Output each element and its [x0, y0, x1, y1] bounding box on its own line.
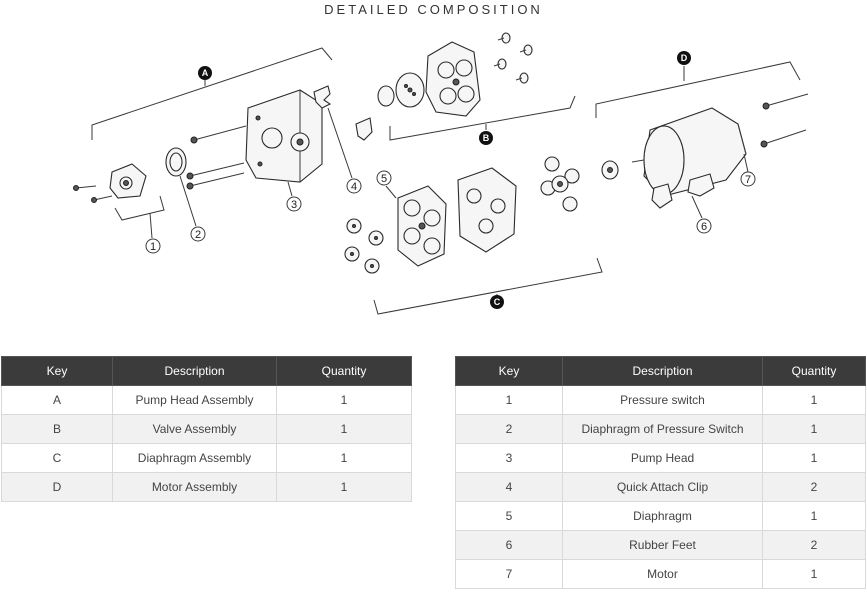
assembly-d-bracket: D	[595, 51, 801, 118]
row-key: 2	[455, 414, 563, 444]
column-header-key: Key	[455, 356, 563, 386]
part-number-5: 5	[381, 173, 387, 185]
row-key: 5	[455, 501, 563, 531]
assembly-key-d: D	[681, 53, 688, 63]
switch-diaphragm-part: 2	[165, 147, 206, 242]
row-quantity: 1	[276, 443, 412, 473]
table-row: 1 Pressure switch 1	[455, 385, 866, 415]
column-header-description: Description	[562, 356, 763, 386]
row-quantity: 1	[276, 472, 412, 502]
motor-screws	[760, 93, 809, 148]
page-title: DETAILED COMPOSITION	[324, 2, 543, 17]
row-quantity: 1	[762, 559, 866, 589]
column-header-description: Description	[112, 356, 277, 386]
row-quantity: 1	[762, 501, 866, 531]
assembly-key-b: B	[483, 133, 490, 143]
parts-table: Key Description Quantity 1 Pressure swit…	[455, 356, 866, 589]
column-header-key: Key	[1, 356, 113, 386]
part-number-2: 2	[195, 229, 201, 241]
diaphragm-part: 5	[344, 167, 517, 274]
assemblies-table: Key Description Quantity A Pump Head Ass…	[1, 356, 412, 502]
row-quantity: 1	[762, 385, 866, 415]
column-header-quantity: Quantity	[276, 356, 412, 386]
table-row: C Diaphragm Assembly 1	[1, 443, 412, 473]
pump-head-part: 3	[245, 89, 323, 212]
row-description: Pump Head	[562, 443, 763, 473]
row-description: Pump Head Assembly	[112, 385, 277, 415]
assembly-a-bracket: A	[91, 47, 333, 140]
row-description: Quick Attach Clip	[562, 472, 763, 502]
table-row: D Motor Assembly 1	[1, 472, 412, 502]
row-key: 1	[455, 385, 563, 415]
table-header-row: Key Description Quantity	[1, 356, 412, 386]
row-description: Rubber Feet	[562, 530, 763, 560]
row-description: Motor Assembly	[112, 472, 277, 502]
row-key: D	[1, 472, 113, 502]
assembly-key-c: C	[494, 297, 501, 307]
column-header-quantity: Quantity	[762, 356, 866, 386]
table-row: 6 Rubber Feet 2	[455, 530, 866, 560]
part-number-7: 7	[745, 174, 751, 186]
table-row: B Valve Assembly 1	[1, 414, 412, 444]
row-quantity: 1	[276, 414, 412, 444]
table-row: A Pump Head Assembly 1	[1, 385, 412, 415]
table-header-row: Key Description Quantity	[455, 356, 866, 386]
row-description: Diaphragm of Pressure Switch	[562, 414, 763, 444]
assembly-b-bracket: B	[389, 95, 576, 145]
row-key: A	[1, 385, 113, 415]
pump-head-screws	[186, 125, 247, 190]
row-description: Diaphragm Assembly	[112, 443, 277, 473]
table-row: 5 Diaphragm 1	[455, 501, 866, 531]
part-number-3: 3	[291, 199, 297, 211]
part-number-1: 1	[150, 241, 156, 253]
row-quantity: 1	[276, 385, 412, 415]
part-number-6: 6	[701, 221, 707, 233]
row-quantity: 1	[762, 414, 866, 444]
assembly-key-a: A	[202, 68, 209, 78]
valve-assembly-part	[377, 32, 533, 117]
row-key: 6	[455, 530, 563, 560]
row-quantity: 2	[762, 472, 866, 502]
quick-attach-clip-part: 4	[313, 85, 373, 194]
row-key: C	[1, 443, 113, 473]
row-key: 4	[455, 472, 563, 502]
row-key: B	[1, 414, 113, 444]
wobble-plate-part	[540, 156, 619, 212]
row-quantity: 1	[762, 443, 866, 473]
rubber-feet-part: 6	[651, 173, 715, 234]
table-row: 7 Motor 1	[455, 559, 866, 589]
row-description: Diaphragm	[562, 501, 763, 531]
part-number-4: 4	[351, 181, 357, 193]
table-row: 4 Quick Attach Clip 2	[455, 472, 866, 502]
row-key: 3	[455, 443, 563, 473]
row-quantity: 2	[762, 530, 866, 560]
motor-part: 7	[631, 107, 756, 197]
row-description: Pressure switch	[562, 385, 763, 415]
table-row: 2 Diaphragm of Pressure Switch 1	[455, 414, 866, 444]
assembly-c-bracket: C	[373, 257, 603, 315]
row-key: 7	[455, 559, 563, 589]
row-description: Valve Assembly	[112, 414, 277, 444]
exploded-view-diagram: A B C D 1 2	[73, 32, 809, 315]
pressure-switch-part: 1	[73, 163, 165, 254]
row-description: Motor	[562, 559, 763, 589]
table-row: 3 Pump Head 1	[455, 443, 866, 473]
